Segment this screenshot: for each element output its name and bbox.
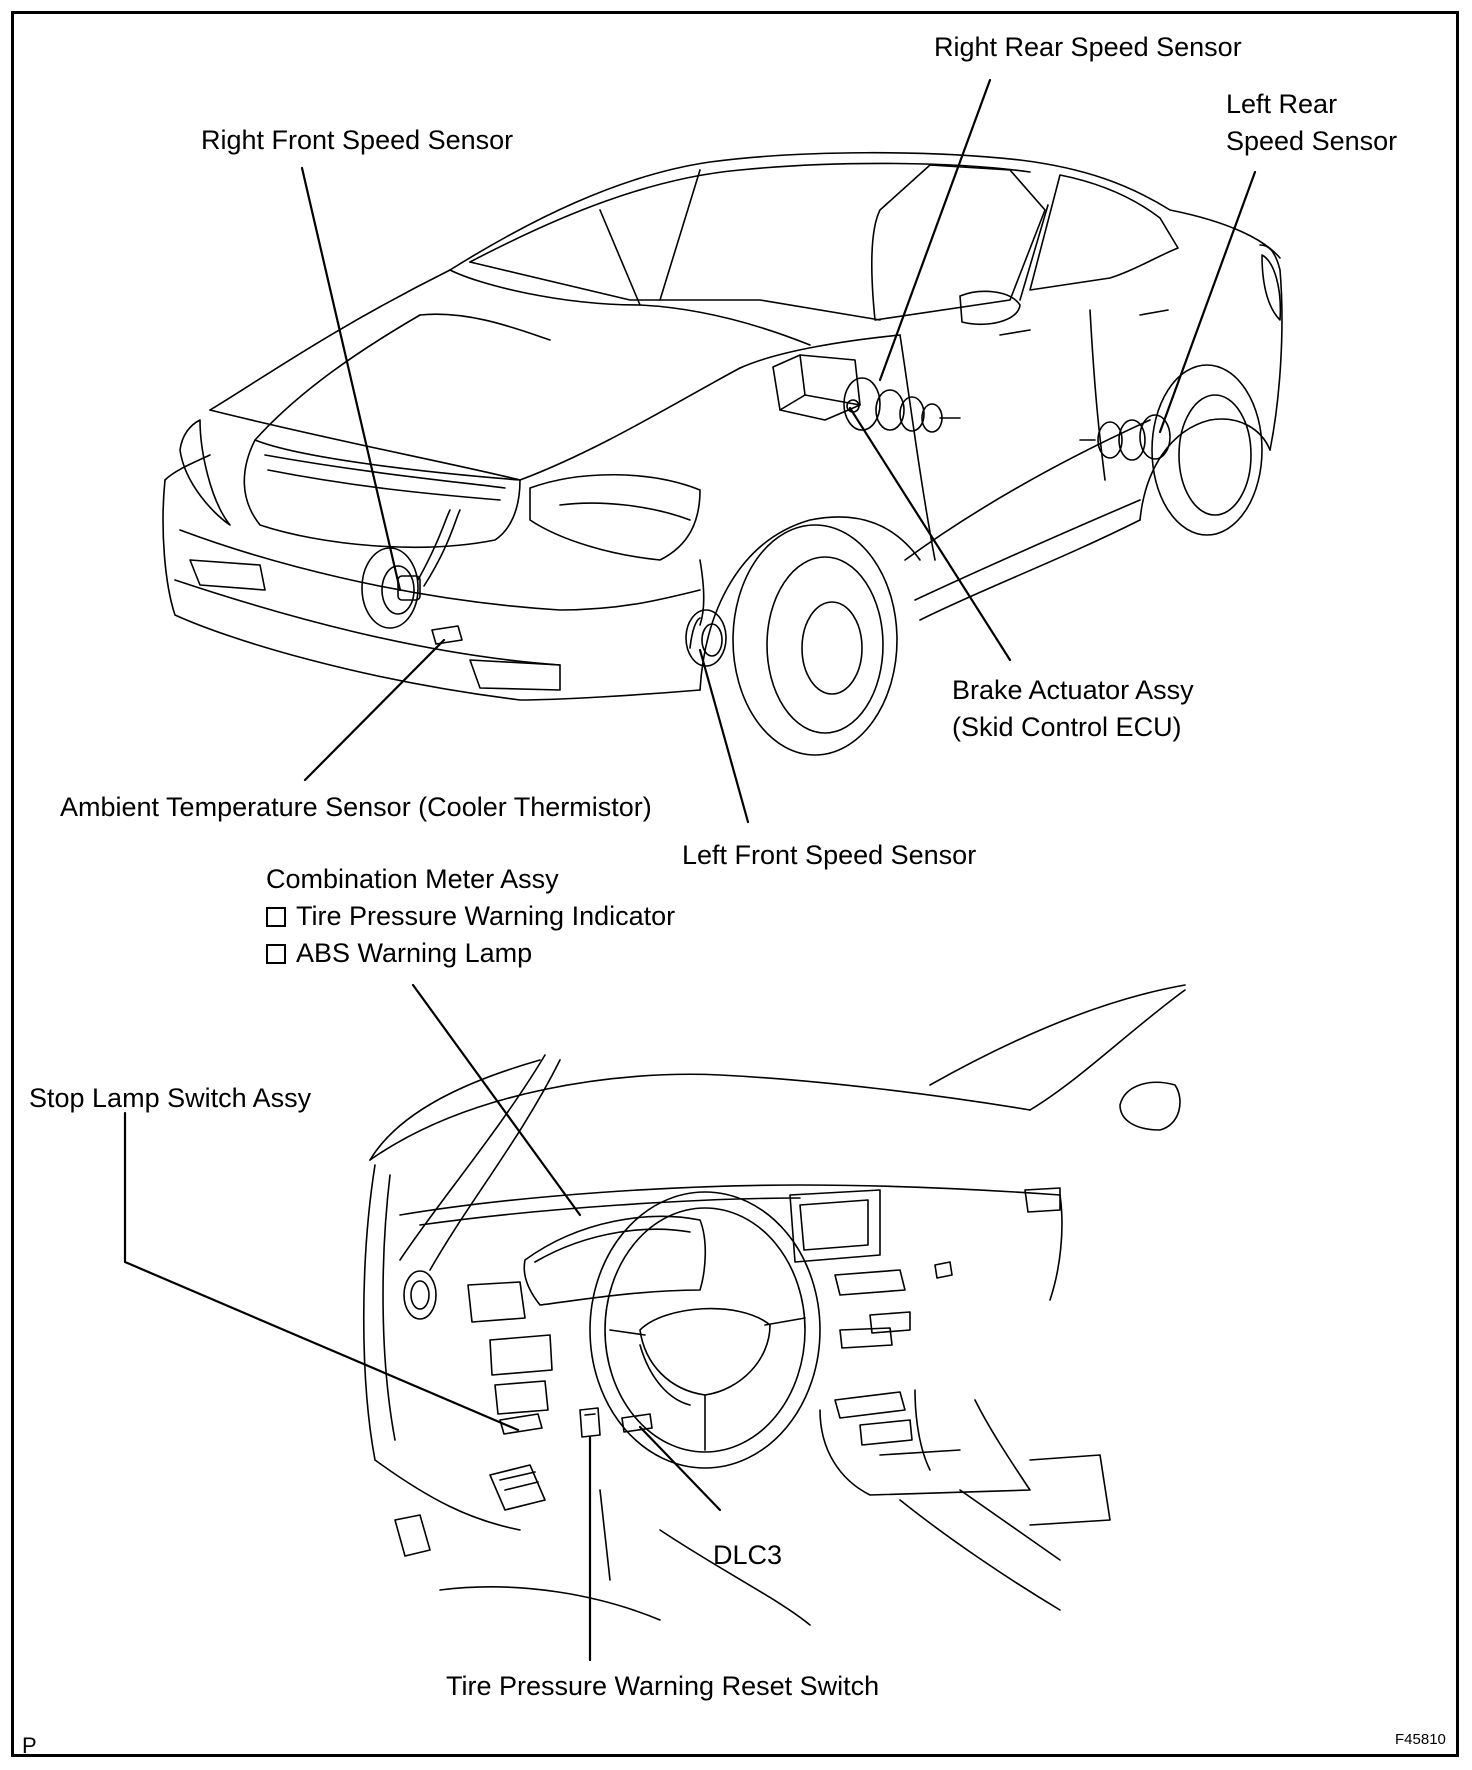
windshield-frame bbox=[370, 1074, 1030, 1160]
car-rear-wheel-arch bbox=[1140, 419, 1270, 520]
car-rear-wheel bbox=[1152, 365, 1262, 535]
leader-brake-actuator bbox=[850, 408, 1010, 660]
abs-warning-lamp-text: ABS Warning Lamp bbox=[296, 938, 533, 968]
car-taillight bbox=[1262, 255, 1280, 320]
car-hood bbox=[210, 270, 450, 410]
label-left-front-speed-sensor: Left Front Speed Sensor bbox=[682, 840, 977, 870]
front-right-sensor bbox=[362, 510, 460, 628]
dlc3-connector bbox=[622, 1414, 652, 1432]
car-roof bbox=[450, 153, 1280, 270]
car-rear-window bbox=[1030, 175, 1178, 290]
ambient-temp-sensor bbox=[432, 626, 462, 644]
label-brake-actuator-line1: Brake Actuator Assy bbox=[952, 675, 1194, 705]
combination-meter bbox=[524, 1216, 705, 1305]
car-front-window bbox=[872, 165, 1045, 320]
rear-right-sensor-assembly bbox=[844, 378, 960, 432]
interior-illustration bbox=[364, 985, 1185, 1625]
checkbox-square-icon bbox=[266, 944, 286, 964]
label-left-rear-speed-sensor-line1: Left Rear bbox=[1226, 89, 1338, 119]
label-right-front-speed-sensor: Right Front Speed Sensor bbox=[201, 125, 514, 155]
brake-actuator bbox=[773, 355, 860, 420]
label-left-rear-speed-sensor-line2: Speed Sensor bbox=[1226, 126, 1398, 156]
stop-lamp-switch bbox=[500, 1414, 542, 1434]
label-tire-pressure-indicator: Tire Pressure Warning Indicator bbox=[266, 898, 675, 934]
brake-pedal bbox=[490, 1465, 545, 1510]
car-front-wheel-arch bbox=[700, 517, 920, 690]
checkbox-square-icon bbox=[266, 907, 286, 927]
car-front-wheel bbox=[733, 525, 897, 755]
center-console bbox=[820, 1400, 1030, 1495]
steering-wheel bbox=[590, 1192, 820, 1468]
car-sill bbox=[920, 520, 1140, 620]
label-tire-pressure-reset-switch: Tire Pressure Warning Reset Switch bbox=[446, 1671, 880, 1701]
car-illustration bbox=[163, 153, 1282, 755]
dashboard-top bbox=[400, 1185, 1060, 1215]
label-abs-warning-lamp: ABS Warning Lamp bbox=[266, 935, 532, 971]
leader-left-front bbox=[700, 650, 748, 822]
label-dlc3: DLC3 bbox=[713, 1540, 783, 1570]
center-display bbox=[790, 1190, 880, 1262]
page-mark: P bbox=[22, 1733, 37, 1758]
left-vent bbox=[404, 1271, 436, 1319]
label-combination-meter: Combination Meter Assy bbox=[266, 864, 559, 894]
leader-left-rear bbox=[1160, 172, 1255, 432]
leader-dlc3 bbox=[640, 1427, 720, 1510]
tire-pressure-indicator-text: Tire Pressure Warning Indicator bbox=[296, 901, 676, 931]
car-bumper bbox=[163, 480, 700, 700]
tire-pressure-reset-switch bbox=[580, 1408, 600, 1437]
label-brake-actuator-line2: (Skid Control ECU) bbox=[952, 712, 1182, 742]
car-grille bbox=[244, 440, 520, 547]
label-ambient-temperature-sensor: Ambient Temperature Sensor (Cooler Therm… bbox=[60, 792, 652, 822]
car-mirror bbox=[960, 291, 1020, 324]
leader-lines bbox=[125, 80, 1255, 1660]
leader-combination-meter bbox=[413, 985, 580, 1215]
label-stop-lamp-switch: Stop Lamp Switch Assy bbox=[29, 1083, 312, 1113]
leader-ambient-temp bbox=[305, 640, 444, 780]
car-headlight-left bbox=[530, 475, 700, 560]
rear-left-sensor-assembly bbox=[1080, 415, 1170, 460]
car-headlight-right bbox=[180, 420, 230, 525]
interior-mirror bbox=[1120, 1082, 1180, 1130]
figure-id: F45810 bbox=[1395, 1731, 1446, 1748]
diagram-frame bbox=[11, 11, 1459, 1757]
front-left-sensor bbox=[686, 560, 726, 666]
accelerator-pedal bbox=[395, 1515, 430, 1556]
label-right-rear-speed-sensor: Right Rear Speed Sensor bbox=[934, 32, 1242, 62]
leader-stop-lamp bbox=[125, 1113, 518, 1430]
leader-right-rear bbox=[880, 80, 990, 380]
leader-right-front bbox=[302, 168, 400, 590]
